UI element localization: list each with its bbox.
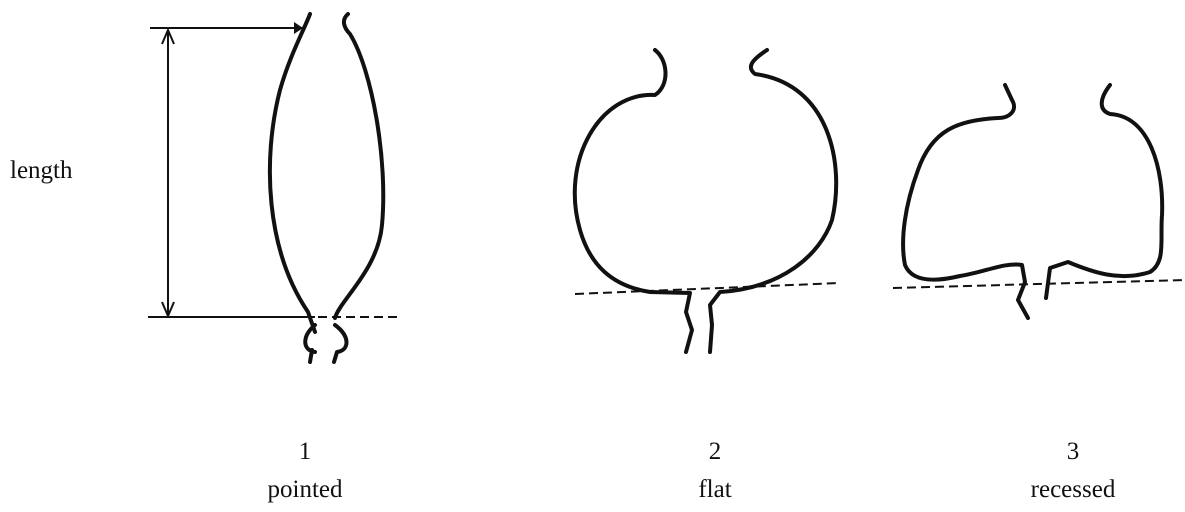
shape-3-number: 3 (1066, 438, 1080, 465)
recessed-base-line (892, 279, 1185, 289)
flat-right-outline (708, 48, 839, 354)
length-arrowhead-top (161, 27, 175, 45)
pointed-shape (267, 12, 402, 364)
shape-3-name: recessed (1030, 476, 1116, 503)
shape-2-name: flat (698, 476, 732, 503)
flat-left-outline (572, 48, 694, 354)
shape-1-name: pointed (267, 476, 343, 503)
recessed-left-outline (901, 83, 1030, 320)
flat-shape (572, 48, 841, 354)
pointed-left-outline (267, 12, 317, 334)
length-label: length (10, 157, 73, 184)
flat-base-line (574, 282, 841, 295)
pointed-stem-left (303, 323, 317, 364)
pointed-right-outline (333, 12, 386, 320)
recessed-shape (892, 83, 1185, 320)
shape-1-number: 1 (298, 438, 312, 465)
pointed-stem-right (332, 323, 349, 364)
recessed-right-outline (1044, 83, 1165, 300)
shape-2-number: 2 (708, 438, 722, 465)
top-extension-arrowhead (294, 22, 303, 34)
length-dimension (148, 22, 315, 319)
